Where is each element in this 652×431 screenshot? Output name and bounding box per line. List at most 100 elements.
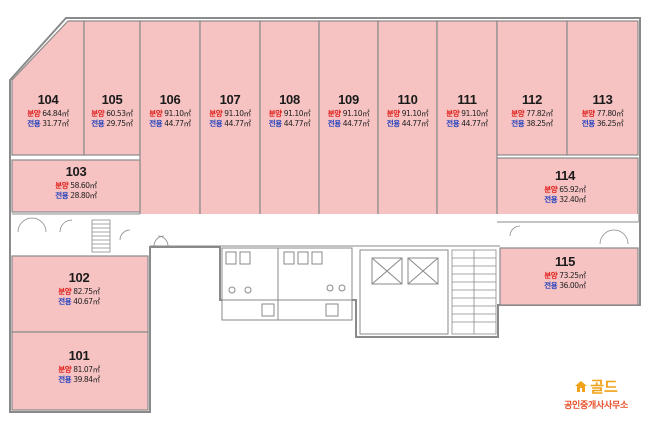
sale-area-label: 분양	[27, 109, 41, 118]
sale-area: 58.60㎡	[70, 181, 97, 190]
unit-number: 107	[219, 92, 241, 107]
sale-area-label: 분양	[149, 109, 163, 118]
unit-101[interactable]: 101 분양 81.07㎡ 전용 39.84㎡	[34, 348, 124, 394]
unit-111[interactable]: 111 분양 91.10㎡ 전용 44.77㎡	[437, 92, 497, 138]
sale-area-label: 분양	[55, 181, 69, 190]
unit-number: 110	[397, 92, 418, 107]
unit-110-shape[interactable]	[377, 20, 438, 226]
unit-112-shape[interactable]	[496, 20, 568, 156]
sale-area: 91.10㎡	[401, 109, 429, 118]
exclusive-area: 44.77㎡	[461, 119, 488, 128]
exclusive-area-label: 전용	[149, 119, 163, 128]
unit-number: 113	[592, 92, 613, 107]
exclusive-area: 31.77㎡	[42, 119, 69, 128]
sale-area-label: 분양	[58, 365, 72, 374]
unit-115[interactable]: 115 분양 73.25㎡ 전용 36.00㎡	[520, 254, 610, 300]
unit-103-shape[interactable]	[11, 159, 141, 213]
exclusive-area: 44.77㎡	[401, 119, 429, 128]
exclusive-area: 29.75㎡	[106, 119, 133, 128]
exclusive-area: 32.40㎡	[559, 195, 586, 204]
unit-number: 112	[521, 92, 543, 107]
exclusive-area-label: 전용	[544, 281, 558, 290]
sale-area-label: 분양	[446, 109, 460, 118]
exclusive-area-label: 전용	[55, 191, 69, 200]
door-arcs-left	[17, 217, 169, 247]
unit-106[interactable]: 106 분양 91.10㎡ 전용 44.77㎡	[140, 92, 200, 138]
unit-115-shape[interactable]	[499, 247, 639, 306]
brand-subtitle: 공인중개사사무소	[564, 401, 628, 411]
exclusive-area-label: 전용	[544, 195, 558, 204]
restroom-block	[221, 247, 353, 321]
sale-area-label: 분양	[91, 109, 105, 118]
exclusive-area: 44.77㎡	[224, 119, 251, 128]
unit-107-shape[interactable]	[199, 20, 261, 226]
exclusive-area: 28.80㎡	[70, 191, 97, 200]
unit-113[interactable]: 113 분양 77.80㎡ 전용 36.25㎡	[567, 92, 638, 138]
sale-area-label: 분양	[544, 185, 558, 194]
exclusive-area-label: 전용	[268, 119, 282, 128]
unit-shapes	[11, 20, 639, 411]
unit-number: 103	[65, 164, 87, 179]
unit-number: 104	[37, 92, 59, 107]
exclusive-area: 39.84㎡	[73, 375, 100, 384]
sale-area-label: 분양	[268, 109, 282, 118]
unit-114[interactable]: 114 분양 65.92㎡ 전용 32.40㎡	[520, 168, 610, 214]
door-arcs-right	[509, 225, 629, 245]
sale-area: 77.82㎡	[526, 109, 553, 118]
sale-area-label: 분양	[327, 109, 341, 118]
sale-area-label: 분양	[386, 109, 400, 118]
unit-108[interactable]: 108 분양 91.10㎡ 전용 44.77㎡	[260, 92, 319, 138]
exclusive-area-label: 전용	[27, 119, 41, 128]
exclusive-area: 40.67㎡	[73, 297, 100, 306]
unit-114-shape[interactable]	[496, 157, 639, 223]
unit-102[interactable]: 102 분양 82.75㎡ 전용 40.67㎡	[34, 270, 124, 316]
unit-number: 105	[101, 92, 123, 107]
unit-109[interactable]: 109 분양 91.10㎡ 전용 44.77㎡	[319, 92, 378, 138]
exclusive-area: 36.25㎡	[596, 119, 624, 128]
exclusive-area: 44.77㎡	[342, 119, 370, 128]
unit-109-shape[interactable]	[318, 20, 379, 226]
unit-number: 111	[457, 92, 477, 107]
unit-112[interactable]: 112 분양 77.82㎡ 전용 38.25㎡	[497, 92, 567, 138]
exclusive-area: 38.25㎡	[526, 119, 553, 128]
unit-number: 108	[279, 92, 300, 107]
sale-area: 73.25㎡	[559, 271, 586, 280]
sale-area: 91.10㎡	[224, 109, 251, 118]
unit-110[interactable]: 110 분양 91.10㎡ 전용 44.77㎡	[378, 92, 437, 138]
stairs-right	[451, 249, 497, 335]
corridor	[12, 214, 638, 246]
sale-area: 77.80㎡	[596, 109, 624, 118]
unit-104[interactable]: 104 분양 64.84㎡ 전용 31.77㎡	[12, 92, 84, 138]
unit-number: 109	[338, 92, 359, 107]
unit-number: 114	[554, 168, 576, 183]
unit-101-shape[interactable]	[11, 331, 149, 411]
sale-area-label: 분양	[544, 271, 558, 280]
brand-name: 골드	[590, 378, 618, 396]
sale-area: 81.07㎡	[73, 365, 100, 374]
exclusive-area: 44.77㎡	[283, 119, 311, 128]
sale-area: 91.10㎡	[283, 109, 311, 118]
sale-area: 65.92㎡	[559, 185, 586, 194]
unit-102-shape[interactable]	[11, 255, 149, 333]
agency-logo: 골드 공인중개사사무소	[541, 376, 651, 416]
unit-113-shape[interactable]	[566, 20, 639, 156]
sale-area: 91.10㎡	[164, 109, 191, 118]
elevator-block	[359, 249, 449, 335]
exclusive-area-label: 전용	[446, 119, 460, 128]
unit-105-shape[interactable]	[83, 20, 141, 156]
sale-area: 91.10㎡	[342, 109, 370, 118]
exclusive-area-label: 전용	[581, 119, 595, 128]
exclusive-area-label: 전용	[58, 297, 72, 306]
sale-area: 64.84㎡	[42, 109, 69, 118]
unit-number: 115	[554, 254, 576, 269]
sale-area-label: 분양	[581, 109, 595, 118]
unit-107[interactable]: 107 분양 91.10㎡ 전용 44.77㎡	[200, 92, 260, 138]
unit-105[interactable]: 105 분양 60.53㎡ 전용 29.75㎡	[84, 92, 140, 138]
unit-number: 101	[68, 348, 90, 363]
unit-108-shape[interactable]	[259, 20, 320, 226]
sale-area: 60.53㎡	[106, 109, 133, 118]
unit-103[interactable]: 103 분양 58.60㎡ 전용 28.80㎡	[12, 164, 140, 210]
stairs-left	[91, 219, 111, 253]
sale-area: 82.75㎡	[73, 287, 100, 296]
